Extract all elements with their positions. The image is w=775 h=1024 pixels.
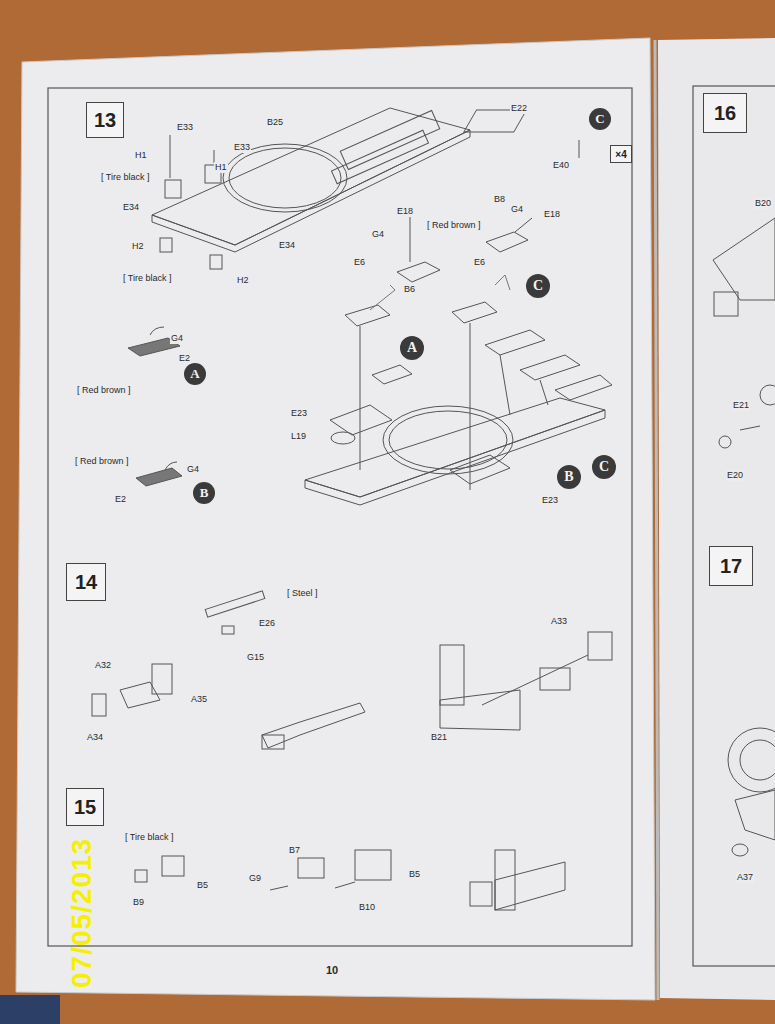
part-label: B25 bbox=[266, 117, 284, 128]
part-label: G4 bbox=[186, 464, 200, 475]
callout-letter-text: A bbox=[190, 366, 199, 382]
part-label: A33 bbox=[550, 616, 568, 627]
step-number-text: 17 bbox=[720, 555, 742, 578]
step-14-drawing bbox=[92, 591, 612, 749]
part-label: B20 bbox=[754, 198, 772, 209]
callout-letter: B bbox=[193, 482, 215, 504]
part-label: G9 bbox=[248, 873, 262, 884]
part-label: H2 bbox=[236, 275, 250, 286]
part-label: B6 bbox=[403, 284, 416, 295]
part-label: B10 bbox=[358, 902, 376, 913]
part-label: E26 bbox=[258, 618, 276, 629]
part-label: H2 bbox=[131, 241, 145, 252]
step-13-drawing bbox=[128, 108, 612, 505]
callout-letter: C bbox=[589, 108, 611, 130]
part-label: G4 bbox=[170, 333, 184, 344]
step-number-text: 14 bbox=[75, 571, 97, 594]
callout-letter: C bbox=[526, 274, 550, 298]
part-label: E23 bbox=[290, 408, 308, 419]
part-label: H1 bbox=[134, 150, 148, 161]
step-number-text: 16 bbox=[714, 102, 736, 125]
step-number: 17 bbox=[709, 546, 753, 586]
part-label: E20 bbox=[726, 470, 744, 481]
part-label: H1 bbox=[214, 162, 228, 173]
part-label: [ Steel ] bbox=[286, 588, 319, 599]
part-label: [ Tire black ] bbox=[100, 172, 151, 183]
part-label: A35 bbox=[190, 694, 208, 705]
part-label: G4 bbox=[510, 204, 524, 215]
part-label: E2 bbox=[178, 353, 191, 364]
part-label: B7 bbox=[288, 845, 301, 856]
part-label: [ Red brown ] bbox=[76, 385, 132, 396]
part-label: E23 bbox=[541, 495, 559, 506]
part-label: G4 bbox=[371, 229, 385, 240]
callout-letter: C bbox=[592, 455, 616, 479]
callout-letter: B bbox=[557, 465, 581, 489]
page-number: 10 bbox=[325, 965, 339, 976]
step-number-text: 15 bbox=[74, 796, 96, 819]
part-label: E22 bbox=[510, 103, 528, 114]
part-label: E18 bbox=[543, 209, 561, 220]
part-label: A34 bbox=[86, 732, 104, 743]
part-label: B5 bbox=[196, 880, 209, 891]
part-label: E34 bbox=[278, 240, 296, 251]
part-label: [ Red brown ] bbox=[74, 456, 130, 467]
part-label: [ Tire black ] bbox=[124, 832, 175, 843]
part-label: E6 bbox=[473, 257, 486, 268]
pages bbox=[0, 38, 775, 1024]
part-label: [ Red brown ] bbox=[426, 220, 482, 231]
part-label: A32 bbox=[94, 660, 112, 671]
part-label: E40 bbox=[552, 160, 570, 171]
quantity-box-text: ×4 bbox=[615, 149, 626, 160]
part-label: A37 bbox=[736, 872, 754, 883]
step-number: 16 bbox=[703, 93, 747, 133]
part-label: B8 bbox=[493, 194, 506, 205]
step-16-17-drawing bbox=[713, 218, 775, 856]
part-label: B9 bbox=[132, 897, 145, 908]
callout-letter-text: C bbox=[595, 111, 604, 127]
part-label: E2 bbox=[114, 494, 127, 505]
step-number-text: 13 bbox=[94, 109, 116, 132]
callout-letter: A bbox=[400, 336, 424, 360]
step-number: 13 bbox=[86, 102, 124, 138]
callout-letter-text: B bbox=[200, 485, 209, 501]
step-number: 15 bbox=[66, 788, 104, 826]
callout-letter-text: B bbox=[564, 469, 573, 485]
part-label: E6 bbox=[353, 257, 366, 268]
quantity-box: ×4 bbox=[610, 145, 632, 163]
part-label: B21 bbox=[430, 732, 448, 743]
part-label: G15 bbox=[246, 652, 265, 663]
part-label: E21 bbox=[732, 400, 750, 411]
part-label: L19 bbox=[290, 431, 307, 442]
part-label: B5 bbox=[408, 869, 421, 880]
callout-letter-text: C bbox=[599, 459, 609, 475]
date-stamp: 07/05/2013 bbox=[66, 838, 98, 988]
callout-letter: A bbox=[184, 363, 206, 385]
step-15-drawing bbox=[135, 850, 565, 910]
part-label: E33 bbox=[233, 142, 251, 153]
part-label: E33 bbox=[176, 122, 194, 133]
part-label: E34 bbox=[122, 202, 140, 213]
step-number: 14 bbox=[66, 563, 106, 601]
callout-letter-text: A bbox=[407, 340, 417, 356]
part-label: E18 bbox=[396, 206, 414, 217]
callout-letter-text: C bbox=[533, 278, 543, 294]
part-label: [ Tire black ] bbox=[122, 273, 173, 284]
